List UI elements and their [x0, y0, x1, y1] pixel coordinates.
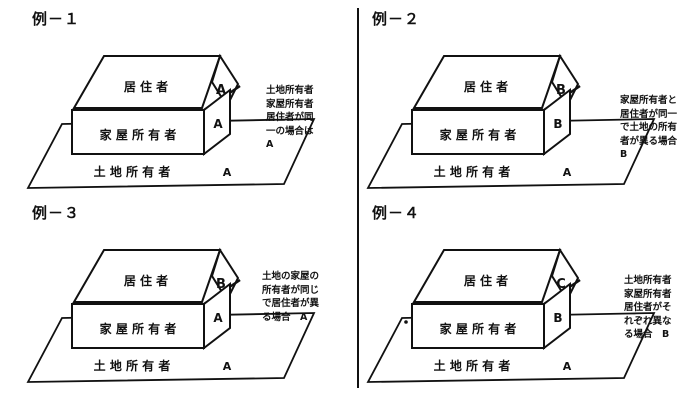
column-divider — [357, 8, 359, 388]
note-line: 所有者が同じ — [262, 284, 320, 296]
side-label: A — [213, 311, 223, 325]
note-line: 居住者が同一 — [620, 108, 678, 120]
side-label: B — [553, 311, 562, 325]
ground-mark: A — [223, 166, 232, 179]
note-line: る場合 A — [262, 311, 308, 323]
ground-mark: A — [223, 360, 232, 373]
roof-label: 居 住 者 — [464, 273, 508, 288]
roof-label: 居 住 者 — [464, 79, 508, 94]
example-title: 例－１ — [32, 10, 81, 28]
wall-label: 家 屋 所 有 者 — [440, 321, 517, 336]
side-label: B — [553, 117, 562, 131]
example-note: 家屋所有者と 居住者が同一 で土地の所有 者が異る場合 B — [620, 94, 690, 162]
note-line: で居住者が異 — [262, 298, 320, 309]
house-diagram: 居 住 者 A 家 屋 所 有 者 A 土 地 所 有 者 A — [26, 53, 316, 189]
note-line: 家屋所有者 — [624, 288, 672, 300]
note-line: A — [266, 139, 274, 150]
roof-label: 居 住 者 — [124, 79, 168, 94]
side-wall — [543, 281, 571, 351]
roof — [72, 249, 222, 303]
example-1-panel: 例－１ 居 住 者 A 家 屋 所 有 者 A 土 地 所 有 者 A 土地所有… — [22, 6, 362, 196]
note-line: 土地所有者 — [624, 275, 672, 286]
house-diagram: 居 住 者 C 家 屋 所 有 者 B 土 地 所 有 者 A — [366, 247, 656, 383]
example-title: 例－２ — [372, 10, 421, 28]
note-line: 家屋所有者と — [620, 95, 678, 106]
example-4-panel: 例－４ 居 住 者 C 家 屋 所 有 者 B 土 地 所 有 者 A 土地所有… — [362, 200, 699, 390]
ground-label: 土 地 所 有 者 — [434, 164, 511, 179]
gable-label: A — [216, 83, 226, 98]
note-line: 居住者が同 — [266, 112, 314, 123]
gable-label: B — [216, 277, 226, 292]
note-line: で土地の所有 — [620, 122, 678, 133]
note-line: 者が異る場合 — [620, 135, 678, 147]
note-line: 土地の家屋の — [262, 271, 320, 282]
example-3-panel: 例－３ 居 住 者 B 家 屋 所 有 者 A 土 地 所 有 者 A 土地の家… — [22, 200, 362, 390]
ground-label: 土 地 所 有 者 — [434, 358, 511, 373]
wall-label: 家 屋 所 有 者 — [100, 321, 177, 336]
roof-label: 居 住 者 — [124, 273, 168, 288]
roof — [412, 55, 562, 109]
side-wall — [543, 87, 571, 157]
gable-label: B — [556, 83, 566, 98]
gable-label: C — [556, 277, 566, 292]
ground-dot — [404, 320, 408, 324]
note-line: 家屋所有者 — [266, 98, 314, 110]
note-line: B — [620, 149, 628, 160]
roof — [412, 249, 562, 303]
ground-mark: A — [563, 360, 572, 373]
example-note: 土地所有者 家屋所有者 居住者が同 一の場合は A — [266, 84, 336, 152]
example-title: 例－４ — [372, 204, 421, 222]
house-diagram: 居 住 者 B 家 屋 所 有 者 A 土 地 所 有 者 A — [26, 247, 316, 383]
roof — [72, 55, 222, 109]
note-line: 土地所有者 — [266, 85, 314, 96]
note-line: 居住者がそ — [624, 302, 672, 313]
side-wall — [203, 87, 231, 157]
side-wall — [203, 281, 231, 351]
note-line: れぞれ異な — [624, 315, 672, 327]
ground-label: 土 地 所 有 者 — [94, 358, 171, 373]
example-title: 例－３ — [32, 204, 81, 222]
ground-label: 土 地 所 有 者 — [94, 164, 171, 179]
note-line: る場合 B — [624, 329, 670, 340]
wall-label: 家 屋 所 有 者 — [440, 127, 517, 142]
wall-label: 家 屋 所 有 者 — [100, 127, 177, 142]
example-note: 土地所有者 家屋所有者 居住者がそ れぞれ異な る場合 B — [624, 274, 694, 342]
house-diagram: 居 住 者 B 家 屋 所 有 者 B 土 地 所 有 者 A — [366, 53, 656, 189]
ground-mark: A — [563, 166, 572, 179]
side-label: A — [213, 117, 223, 131]
example-2-panel: 例－２ 居 住 者 B 家 屋 所 有 者 B 土 地 所 有 者 A 家屋所有… — [362, 6, 699, 196]
example-note: 土地の家屋の 所有者が同じ で居住者が異 る場合 A — [262, 270, 332, 324]
note-line: 一の場合は — [266, 125, 314, 137]
